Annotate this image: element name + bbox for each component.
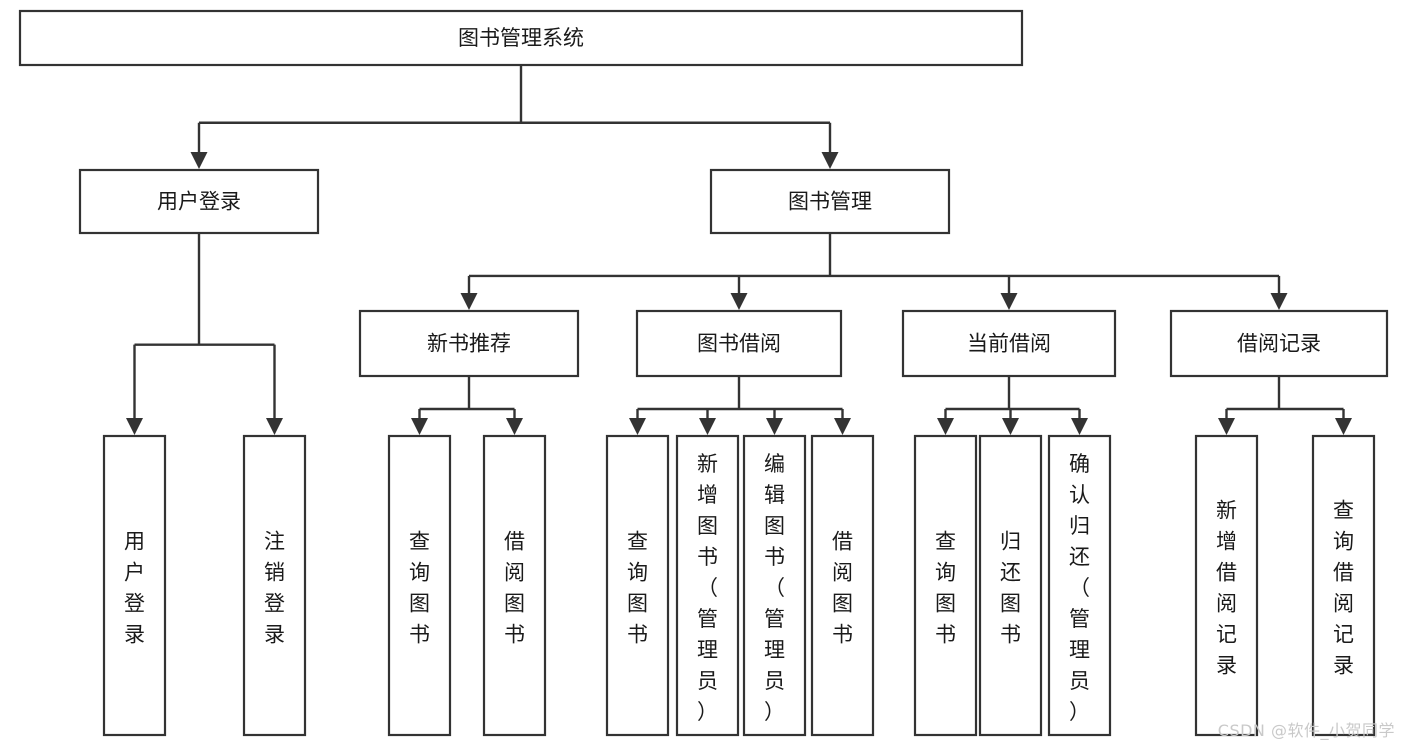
node-label-user-login: 用户登录 <box>157 190 241 214</box>
node-label-current-borrow: 当前借阅 <box>967 332 1051 356</box>
node-label-leaf-cur-query-book: 查询图书 <box>935 529 956 646</box>
node-label-book-manage: 图书管理 <box>788 190 872 214</box>
arrow-head-leaf-rec-query-record <box>1335 418 1352 435</box>
node-label-book-borrow: 图书借阅 <box>697 332 781 356</box>
watermark-text: CSDN @软件_小贺同学 <box>1217 721 1395 740</box>
arrow-head-leaf-borrow-add-book <box>699 418 716 435</box>
node-label-borrow-record: 借阅记录 <box>1237 332 1321 356</box>
arrow-head-leaf-cur-query-book <box>937 418 954 435</box>
node-box-leaf-borrow-edit-book <box>742 434 807 737</box>
node-root[interactable]: 图书管理系统 <box>18 9 1024 67</box>
arrow-head-leaf-cur-return-book <box>1002 418 1019 435</box>
edges-layer <box>126 65 1352 435</box>
node-label-leaf-borrow-edit-book: 编辑图书（管理员） <box>764 452 785 724</box>
arrow-head-leaf-borrow-query-book <box>629 418 646 435</box>
arrow-head-leaf-borrow-lend-book <box>834 418 851 435</box>
node-box-borrow-record <box>1169 309 1389 378</box>
node-leaf-borrow-query-book[interactable]: 查询图书 <box>605 434 670 737</box>
node-leaf-cur-confirm-return[interactable]: 确认归还（管理员） <box>1047 434 1112 737</box>
node-current-borrow[interactable]: 当前借阅 <box>901 309 1117 378</box>
node-label-leaf-borrow-lend-book: 借阅图书 <box>832 529 853 646</box>
node-box-user-login <box>78 168 320 235</box>
edge-group-book-manage <box>460 233 1288 310</box>
node-leaf-borrow-lend-book[interactable]: 借阅图书 <box>810 434 875 737</box>
arrow-head-leaf-rec-borrow-book <box>506 418 523 435</box>
node-label-leaf-user-login: 用户登录 <box>124 529 145 646</box>
node-box-root <box>18 9 1024 67</box>
edge-group-new-book-rec <box>411 376 523 435</box>
edge-group-borrow-record <box>1218 376 1352 435</box>
node-box-leaf-rec-query-record <box>1311 434 1376 737</box>
edge-group-book-borrow <box>629 376 851 435</box>
node-leaf-cur-return-book[interactable]: 归还图书 <box>978 434 1043 737</box>
node-label-leaf-borrow-query-book: 查询图书 <box>627 529 648 646</box>
arrow-head-leaf-borrow-edit-book <box>766 418 783 435</box>
node-label-root: 图书管理系统 <box>458 26 584 50</box>
node-book-borrow[interactable]: 图书借阅 <box>635 309 843 378</box>
node-leaf-user-logout[interactable]: 注销登录 <box>242 434 307 737</box>
arrow-head-leaf-cur-confirm-return <box>1071 418 1088 435</box>
node-leaf-user-login[interactable]: 用户登录 <box>102 434 167 737</box>
node-box-leaf-user-login <box>102 434 167 737</box>
node-label-leaf-borrow-add-book: 新增图书（管理员） <box>697 452 718 724</box>
node-box-leaf-cur-query-book <box>913 434 978 737</box>
node-box-leaf-cur-return-book <box>978 434 1043 737</box>
node-box-leaf-user-logout <box>242 434 307 737</box>
node-box-book-borrow <box>635 309 843 378</box>
arrow-head-leaf-user-logout <box>266 418 283 435</box>
edge-group-user-login <box>126 233 283 435</box>
node-box-leaf-borrow-add-book <box>675 434 740 737</box>
node-leaf-borrow-add-book[interactable]: 新增图书（管理员） <box>675 434 740 737</box>
node-leaf-rec-query-book[interactable]: 查询图书 <box>387 434 452 737</box>
node-box-leaf-rec-query-book <box>387 434 452 737</box>
node-label-leaf-rec-add-record: 新增借阅记录 <box>1216 498 1237 677</box>
arrow-head-leaf-rec-add-record <box>1218 418 1235 435</box>
node-box-leaf-borrow-lend-book <box>810 434 875 737</box>
arrow-head-new-book-rec <box>460 293 478 310</box>
node-label-new-book-rec: 新书推荐 <box>427 332 511 356</box>
arrow-head-leaf-rec-query-book <box>411 418 428 435</box>
node-label-leaf-rec-query-record: 查询借阅记录 <box>1333 498 1354 677</box>
node-box-leaf-rec-borrow-book <box>482 434 547 737</box>
node-leaf-borrow-edit-book[interactable]: 编辑图书（管理员） <box>742 434 807 737</box>
node-box-leaf-borrow-query-book <box>605 434 670 737</box>
edge-group-current-borrow <box>937 376 1088 435</box>
node-label-leaf-user-logout: 注销登录 <box>264 529 285 646</box>
node-book-manage[interactable]: 图书管理 <box>709 168 951 235</box>
node-box-leaf-cur-confirm-return <box>1047 434 1112 737</box>
nodes-layer: 图书管理系统用户登录图书管理新书推荐图书借阅当前借阅借阅记录用户登录注销登录查询… <box>18 9 1389 737</box>
node-box-current-borrow <box>901 309 1117 378</box>
arrow-head-book-manage <box>821 152 839 169</box>
node-box-new-book-rec <box>358 309 580 378</box>
arrow-head-borrow-record <box>1270 293 1288 310</box>
node-label-leaf-rec-borrow-book: 借阅图书 <box>504 529 525 646</box>
node-leaf-rec-add-record[interactable]: 新增借阅记录 <box>1194 434 1259 737</box>
node-box-book-manage <box>709 168 951 235</box>
edge-group-root <box>190 65 839 169</box>
arrow-head-current-borrow <box>1000 293 1018 310</box>
node-label-leaf-rec-query-book: 查询图书 <box>409 529 430 646</box>
arrow-head-book-borrow <box>730 293 748 310</box>
node-leaf-rec-query-record[interactable]: 查询借阅记录 <box>1311 434 1376 737</box>
node-box-leaf-rec-add-record <box>1194 434 1259 737</box>
node-borrow-record[interactable]: 借阅记录 <box>1169 309 1389 378</box>
node-new-book-rec[interactable]: 新书推荐 <box>358 309 580 378</box>
node-leaf-cur-query-book[interactable]: 查询图书 <box>913 434 978 737</box>
node-leaf-rec-borrow-book[interactable]: 借阅图书 <box>482 434 547 737</box>
node-user-login[interactable]: 用户登录 <box>78 168 320 235</box>
node-label-leaf-cur-confirm-return: 确认归还（管理员） <box>1069 452 1090 724</box>
arrow-head-user-login <box>190 152 208 169</box>
node-label-leaf-cur-return-book: 归还图书 <box>1000 529 1021 646</box>
arrow-head-leaf-user-login <box>126 418 143 435</box>
